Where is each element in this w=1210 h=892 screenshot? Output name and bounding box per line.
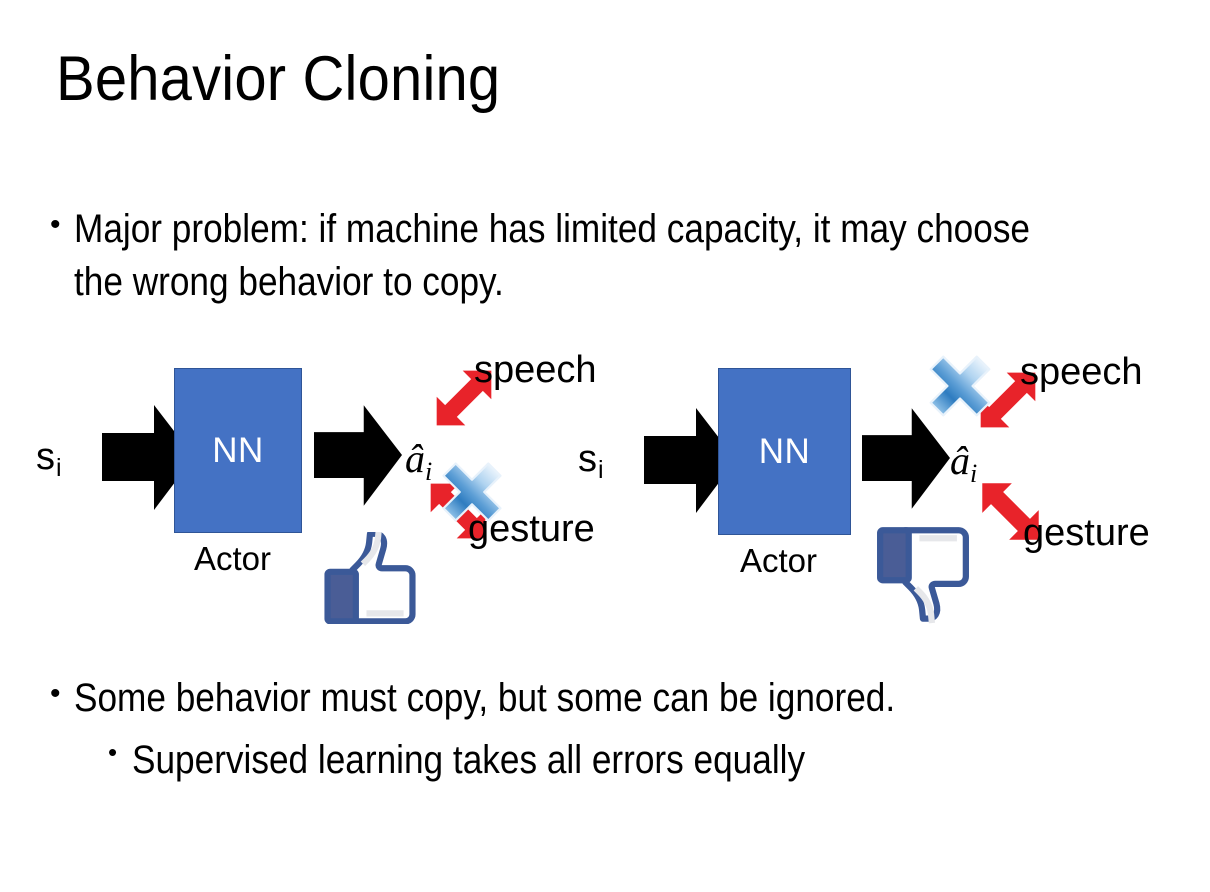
output-label-speech-right: speech	[1020, 351, 1143, 393]
cross-out-icon-speech-right	[923, 349, 997, 423]
thumbs-up-icon	[320, 532, 420, 624]
output-label-speech-left: speech	[474, 349, 597, 391]
bullet-text: Supervised learning takes all errors equ…	[132, 738, 806, 782]
bullet-text: Some behavior must copy, but some can be…	[74, 676, 896, 720]
gesture-arrow-right	[963, 464, 1058, 559]
state-label-left: si	[36, 436, 62, 482]
state-label-right: si	[578, 438, 604, 484]
input-arrow-icon-right	[644, 408, 736, 513]
nn-box-right: NN	[718, 368, 851, 535]
output-arrow-icon-right	[862, 406, 950, 511]
bullet-marker: •	[50, 677, 61, 710]
bullet-major-problem: • Major problem: if machine has limited …	[50, 203, 1170, 309]
output-label-gesture-right: gesture	[1023, 512, 1150, 554]
diagram-bad-case: si NN Actor âi	[568, 340, 1188, 640]
action-label-right: âi	[950, 438, 978, 488]
bullet-marker: •	[108, 737, 118, 767]
speech-arrow-left	[418, 352, 510, 444]
speech-arrow-right	[962, 354, 1054, 446]
nn-label: NN	[758, 431, 811, 471]
page-title: Behavior Cloning	[56, 44, 501, 114]
nn-box-left: NN	[174, 368, 302, 533]
bullet-text: Major problem: if machine has limited ca…	[74, 207, 1031, 304]
nn-label: NN	[212, 430, 264, 470]
bullet-marker: •	[50, 208, 61, 241]
bullet-supervised-learning: • Supervised learning takes all errors e…	[108, 734, 1188, 787]
diagram-good-case: si NN Actor âi	[22, 340, 622, 640]
actor-label-right: Actor	[740, 542, 818, 579]
thumbs-down-icon	[873, 524, 973, 624]
output-label-gesture-left: gesture	[468, 508, 595, 550]
action-label-left: âi	[405, 436, 433, 486]
bullet-some-behavior: • Some behavior must copy, but some can …	[50, 672, 1180, 725]
cross-out-icon-gesture-left	[436, 456, 508, 528]
input-arrow-icon-left	[102, 405, 194, 510]
output-arrow-icon-left	[314, 403, 402, 508]
actor-label-left: Actor	[194, 540, 272, 577]
